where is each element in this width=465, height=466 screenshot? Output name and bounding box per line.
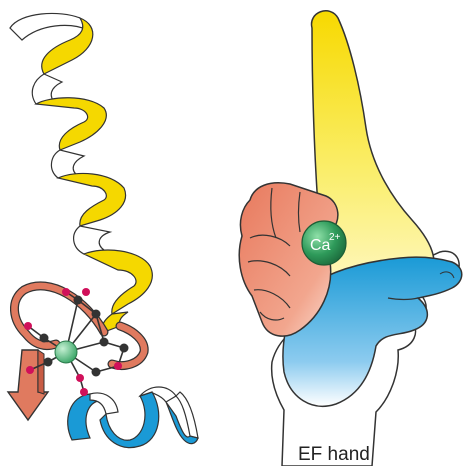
helix-f: [68, 387, 198, 448]
ion-charge: 2+: [329, 232, 341, 243]
ion-symbol: Ca: [310, 237, 331, 254]
calcium-ion: Ca 2+: [302, 221, 346, 265]
hand-illustration: Ca 2+: [239, 11, 462, 466]
calcium-ion-small: [55, 341, 77, 363]
figure-caption: EF hand: [298, 444, 370, 465]
protein-ribbon: [8, 13, 198, 447]
